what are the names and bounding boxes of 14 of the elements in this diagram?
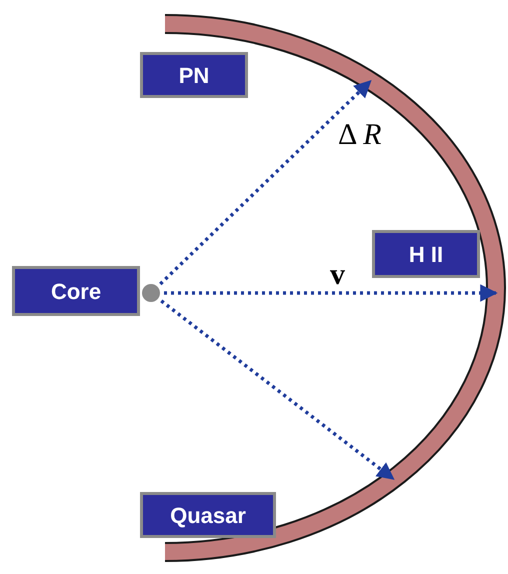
dotted-arrow <box>164 284 498 302</box>
dotted-arrow <box>159 80 372 286</box>
label-box <box>140 492 276 538</box>
dotted-arrow <box>160 300 395 480</box>
symbol-label: Δ R <box>338 117 382 153</box>
symbol-label: v <box>330 257 345 293</box>
box-label: PN <box>178 62 210 90</box>
box-label: H II <box>408 240 444 268</box>
shell-arc <box>164 14 506 562</box>
core-dot <box>142 284 160 302</box>
label-box <box>140 52 248 98</box>
label-box <box>12 266 140 316</box>
box-label: Quasar <box>170 502 246 530</box>
box-label: Core <box>50 278 102 306</box>
